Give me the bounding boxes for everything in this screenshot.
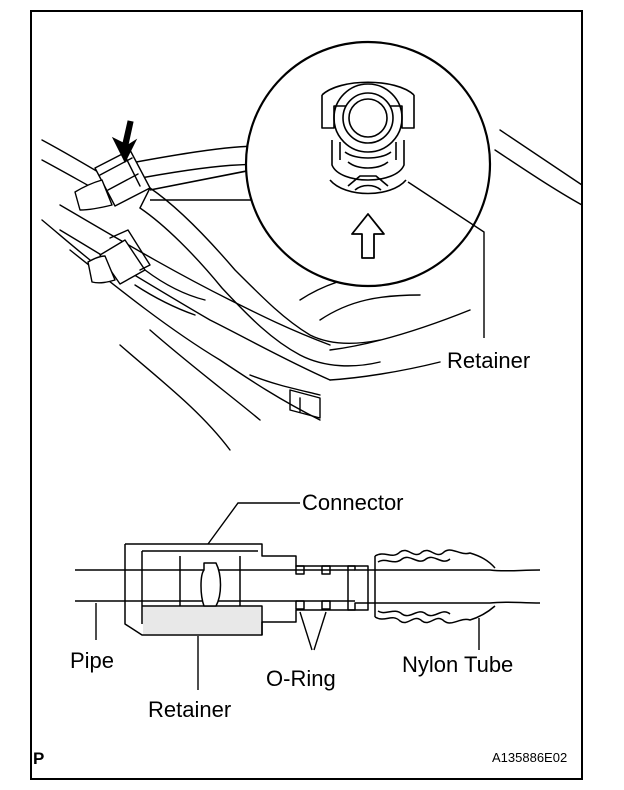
retainer-shading: [143, 607, 261, 634]
retainer-top-leader: [407, 181, 485, 338]
bottom-leaders: [95, 502, 480, 690]
push-arrow-icon: [111, 120, 138, 164]
nylon-tube-label: Nylon Tube: [402, 652, 513, 677]
pipe-label: Pipe: [70, 648, 114, 673]
retainer-bottom-label: Retainer: [148, 697, 231, 722]
vehicle-underbody-illustration: [41, 129, 583, 451]
magnified-detail-circle: [244, 40, 492, 288]
connector-label: Connector: [302, 490, 404, 515]
connector-cross-section: [75, 543, 541, 636]
slide-up-arrow-icon: [351, 213, 385, 259]
o-ring-label: O-Ring: [266, 666, 336, 691]
figure-code: A135886E02: [492, 750, 567, 765]
corner-letter: P: [33, 749, 44, 768]
callout-wedge: [149, 167, 263, 201]
figure-border: [30, 10, 583, 780]
retainer-top-label: Retainer: [447, 348, 530, 373]
